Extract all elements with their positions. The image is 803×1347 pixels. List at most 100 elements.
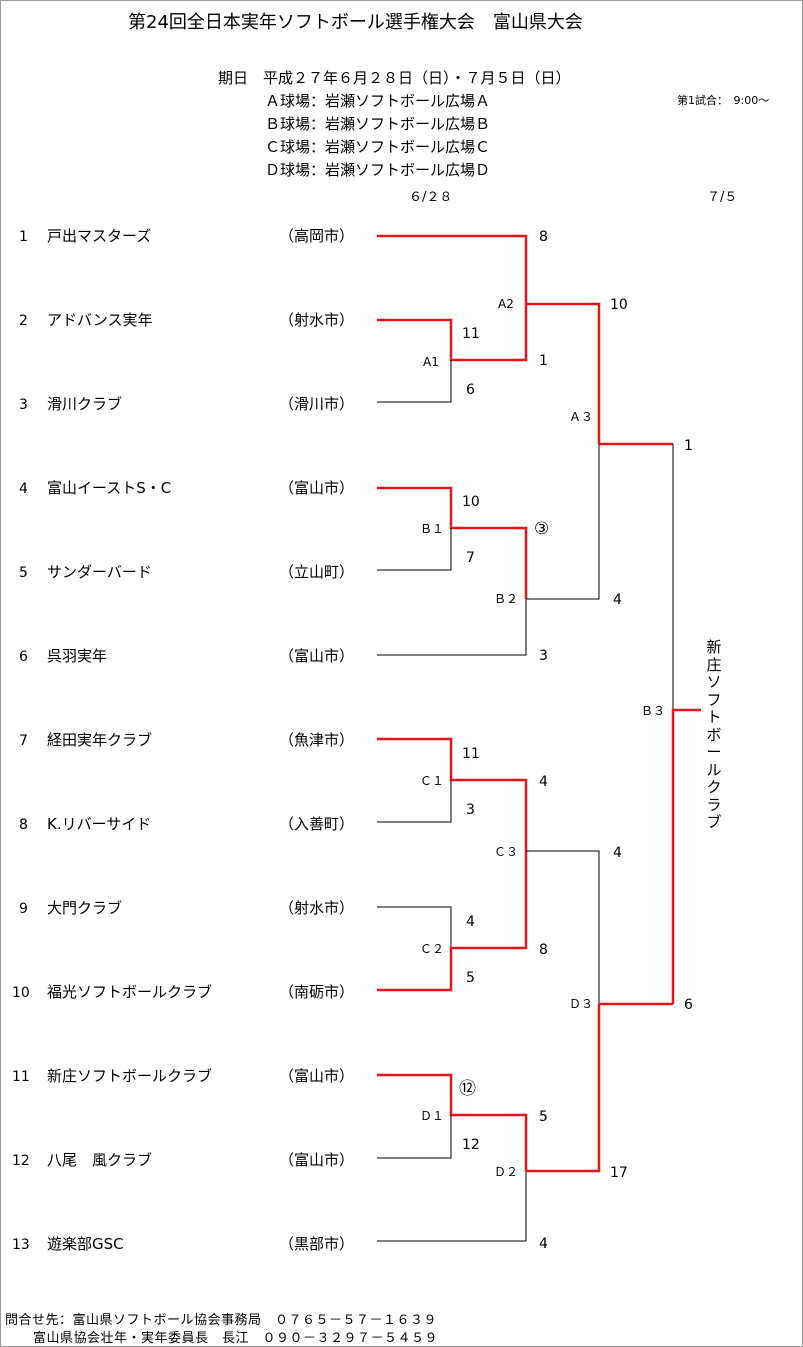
bracket-line: [377, 1171, 527, 1242]
team-city: （魚津市）: [279, 731, 355, 749]
bracket-line: [526, 1004, 601, 1173]
game-label-b1: Ｂ１: [420, 522, 445, 536]
bracket-line: [377, 780, 452, 823]
bracket-line: [526, 444, 600, 600]
score: 17: [610, 1165, 628, 1181]
team-city: （富山市）: [279, 1151, 355, 1169]
contact-line-1: 問合せ先：富山県ソフトボール協会事務局 ０７６５－５７－１６３９: [5, 1313, 438, 1328]
bracket-line: [526, 850, 600, 1004]
team-number: 4: [19, 481, 28, 497]
venue-a: Ａ球場：岩瀬ソフトボール広場Ａ: [265, 92, 491, 110]
score: 12: [462, 1137, 480, 1153]
score: 4: [613, 845, 622, 861]
score: 6: [466, 382, 475, 398]
bracket-line: [377, 304, 528, 362]
venue-c: Ｃ球場：岩瀬ソフトボール広場Ｃ: [265, 138, 491, 156]
team-name: 富山イーストS・C: [47, 479, 172, 497]
team-city: （射水市）: [279, 311, 355, 329]
score: 8: [539, 942, 548, 958]
score: 11: [462, 746, 480, 762]
team-city: （立山町）: [279, 563, 355, 581]
team-number: 5: [19, 565, 28, 581]
team-city: （富山市）: [279, 479, 355, 497]
page-title: 第24回全日本実年ソフトボール選手権大会 富山県大会: [128, 12, 583, 33]
team-name: 経田実年クラブ: [47, 731, 153, 749]
team-name: 八尾 風クラブ: [47, 1151, 153, 1169]
score: ⑫: [459, 1079, 476, 1099]
team-number: 8: [19, 817, 28, 833]
game-label-d3: Ｄ３: [569, 997, 594, 1011]
team-number: 7: [19, 733, 28, 749]
team-name: 呉羽実年: [47, 647, 108, 665]
team-number: 1: [19, 229, 28, 245]
team-name: K.リバーサイド: [47, 815, 152, 833]
bracket-line: [377, 906, 452, 948]
team-city: （滑川市）: [279, 395, 355, 413]
score: ③: [534, 519, 550, 539]
team-name: 新庄ソフトボールクラブ: [47, 1067, 213, 1085]
team-city: （射水市）: [279, 899, 355, 917]
team-number: 3: [19, 397, 28, 413]
score: 5: [539, 1109, 548, 1125]
bracket-line: [377, 528, 452, 571]
bracket-line: [377, 360, 452, 403]
score: 11: [462, 326, 480, 342]
date-day2: ７/５: [707, 190, 738, 205]
team-name: 滑川クラブ: [47, 395, 123, 413]
team-name: アドバンス実年: [47, 311, 153, 329]
team-number: 6: [19, 649, 28, 665]
game-label-d2: Ｄ２: [494, 1165, 519, 1179]
score: 1: [539, 353, 548, 369]
game-label-a3: Ａ３: [569, 410, 594, 424]
team-city: （入善町）: [279, 815, 355, 833]
score: 8: [539, 229, 548, 245]
team-name: 福光ソフトボールクラブ: [47, 983, 213, 1001]
game-label-b2: Ｂ２: [494, 592, 519, 606]
game-label-a1: A1: [423, 355, 439, 369]
game-label-c1: Ｃ１: [420, 774, 445, 788]
score: 1: [684, 438, 693, 454]
team-number: 2: [19, 313, 28, 329]
team-name: 大門クラブ: [47, 899, 123, 917]
score: 4: [466, 914, 475, 930]
team-number: 11: [12, 1069, 30, 1085]
score: 10: [462, 494, 480, 510]
bracket-line: [671, 708, 701, 1004]
team-number: 12: [12, 1153, 30, 1169]
team-city: （南砺市）: [279, 983, 355, 1001]
team-number: 10: [12, 985, 30, 1001]
champion-name: 新庄ソフトボールクラブ: [706, 638, 722, 831]
score: 5: [466, 970, 475, 986]
score: 4: [539, 774, 548, 790]
score: 3: [466, 802, 475, 818]
game-label-c3: Ｃ３: [494, 845, 519, 859]
contact-line-2: 富山県協会壮年・実年委員長 長江 ０９０－３２９７－５４５９: [33, 1331, 439, 1346]
score: 4: [539, 1236, 548, 1252]
first-game-time: 第1試合： 9:00～: [677, 94, 770, 107]
bracket-line: [377, 851, 528, 992]
score: 4: [613, 592, 622, 608]
bracket-line: [526, 302, 601, 444]
bracket-line: [377, 234, 528, 304]
game-label-b3: Ｂ３: [641, 704, 666, 718]
score: 6: [684, 997, 693, 1013]
date-day1: ６/２８: [409, 190, 453, 205]
score: 10: [610, 297, 628, 313]
score: 7: [466, 550, 475, 566]
bracket-line: [377, 599, 527, 656]
team-city: （高岡市）: [279, 227, 355, 245]
team-city: （富山市）: [279, 1067, 355, 1085]
venue-d: Ｄ球場：岩瀬ソフトボール広場Ｄ: [265, 161, 491, 179]
game-label-d1: Ｄ１: [420, 1109, 445, 1123]
team-city: （黒部市）: [279, 1235, 355, 1253]
team-name: 遊楽部GSC: [47, 1235, 124, 1253]
venue-b: Ｂ球場：岩瀬ソフトボール広場Ｂ: [265, 115, 491, 133]
team-number: 9: [19, 901, 28, 917]
score: 3: [539, 648, 548, 664]
team-number: 13: [12, 1237, 30, 1253]
team-name: 戸出マスターズ: [47, 227, 152, 245]
team-city: （富山市）: [279, 647, 355, 665]
team-name: サンダーバード: [47, 563, 152, 581]
